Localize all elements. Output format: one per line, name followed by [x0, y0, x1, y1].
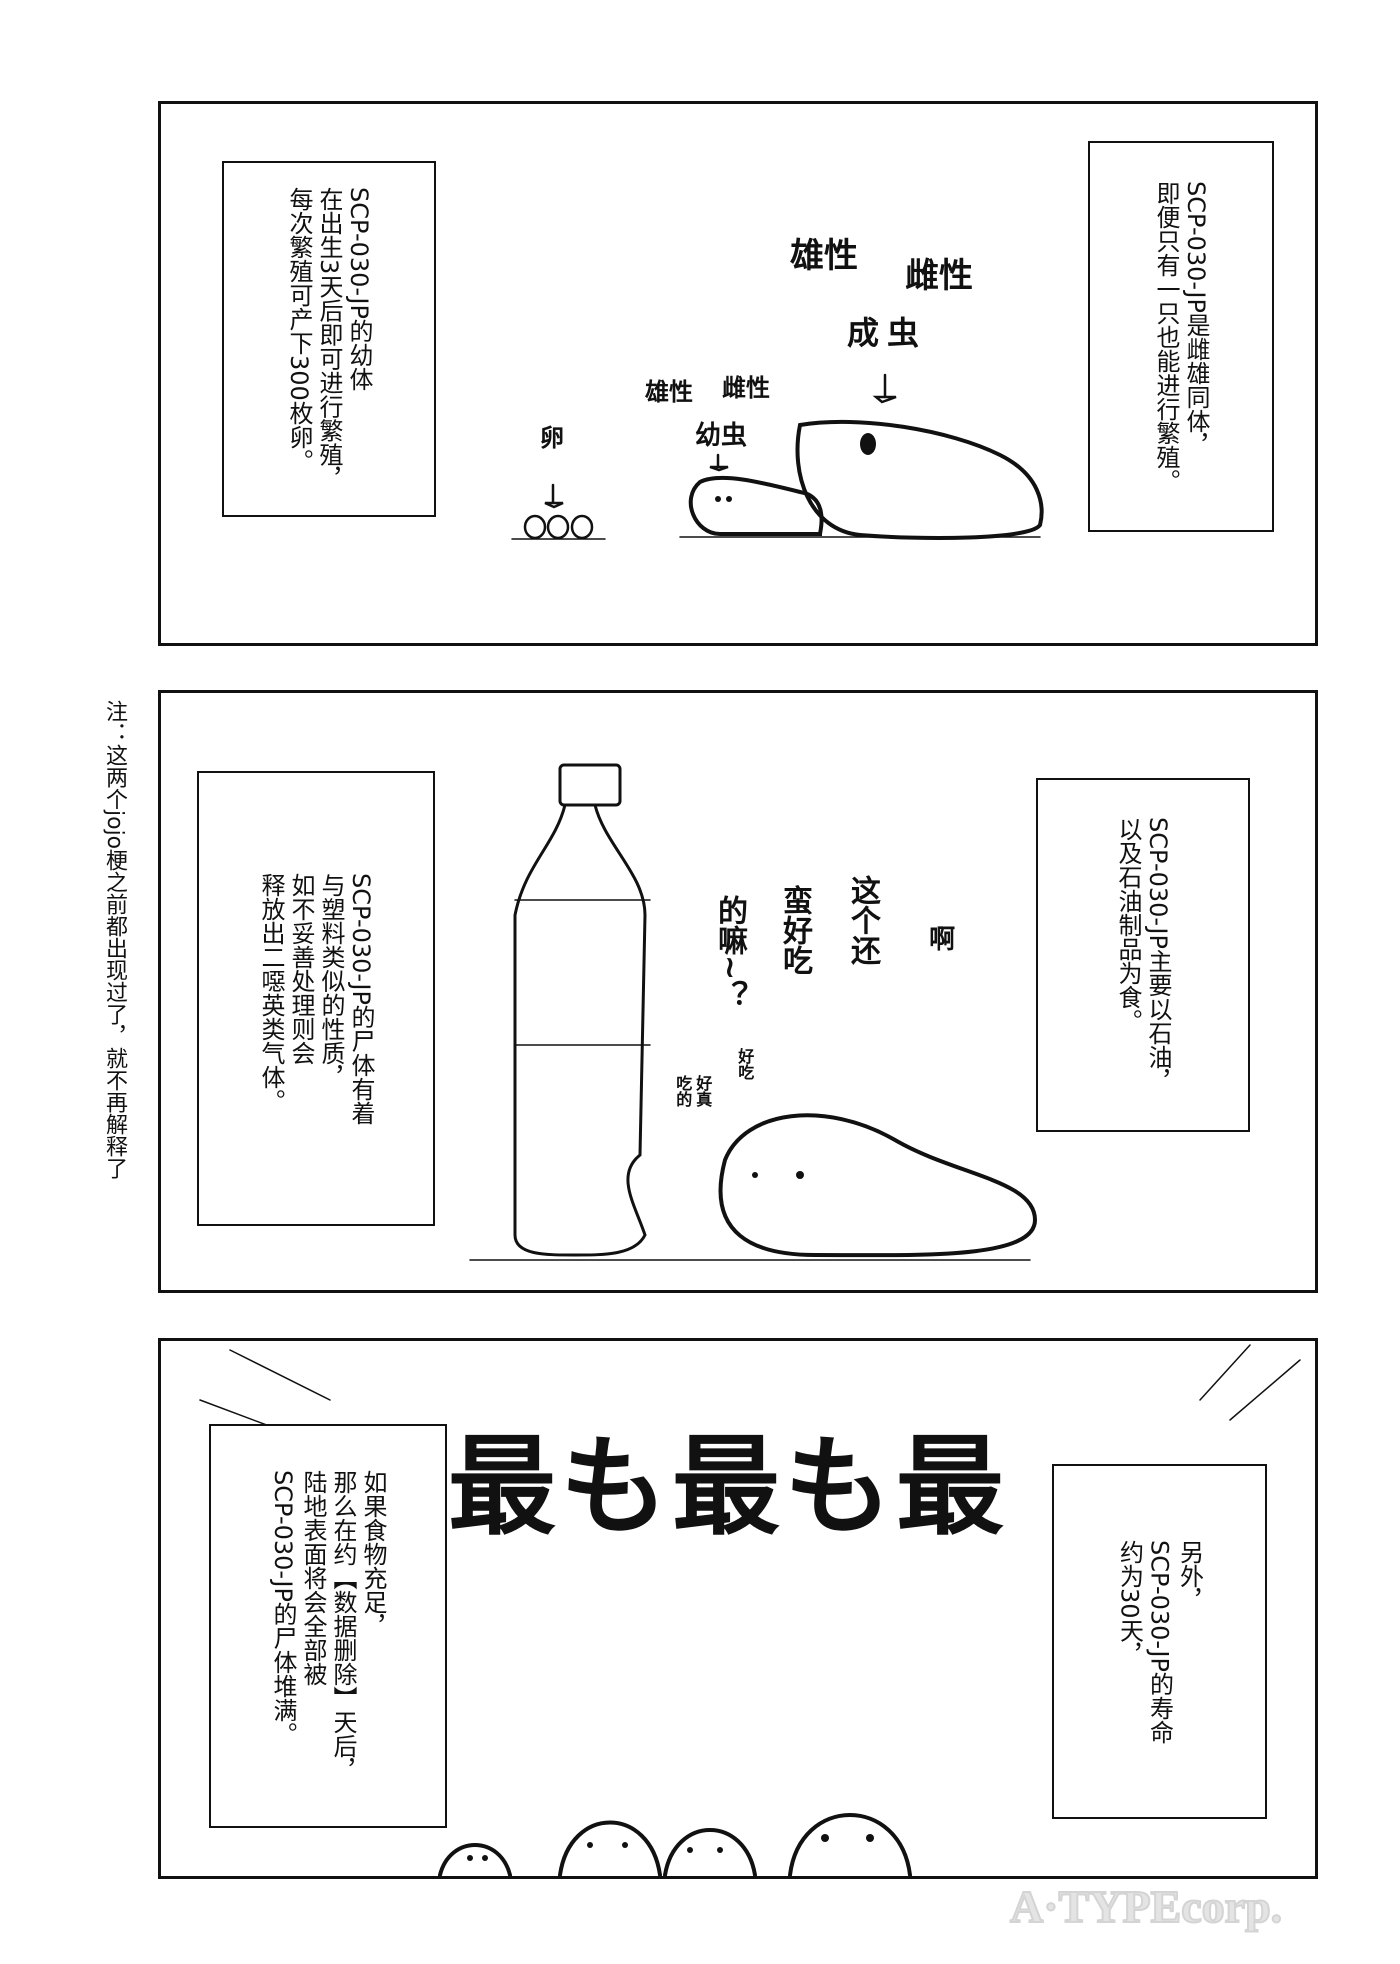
caption-line: 在出生3天后即可进行繁殖，	[315, 187, 343, 491]
caption-line: 如不妥善处理则会	[287, 872, 315, 1065]
caption-line: SCP-030-JP主要以石油，	[1144, 817, 1172, 1093]
caption-line: SCP-030-JP的寿命	[1145, 1539, 1174, 1744]
small-speech-line: 好吃	[735, 1048, 755, 1080]
caption-line: 如果食物充足，	[359, 1470, 387, 1638]
small-speech-line: 好真	[693, 1075, 713, 1107]
caption-line: 约为30天，	[1115, 1539, 1144, 1667]
side-note: 注：这两个jojo梗之前都出现过了，就不再解释了	[102, 700, 127, 1180]
label-egg: 卵	[540, 424, 564, 452]
caption-line: 每次繁殖可产下300枚卵。	[285, 187, 313, 474]
caption-line: 即便只有一只也能进行繁殖。	[1152, 180, 1180, 493]
label-adult-female: 雌性	[905, 256, 973, 296]
caption-line: SCP-030-JP的尸体堆满。	[269, 1470, 297, 1746]
speech-line: 的嘛~？	[712, 895, 747, 1011]
caption-line: SCP-030-JP的尸体有着	[347, 872, 375, 1125]
watermark-logo: A·TYPEcorp.	[1009, 1880, 1283, 1933]
caption-box-diet: SCP-030-JP主要以石油， 以及石油制品为食。	[1036, 778, 1250, 1132]
caption-line: 那么在约【数据删除】天后，	[329, 1470, 357, 1782]
caption-box-larva-reproduction: SCP-030-JP的幼体 在出生3天后即可进行繁殖， 每次繁殖可产下300枚卵…	[222, 161, 436, 517]
caption-line: SCP-030-JP是雌雄同体，	[1182, 180, 1210, 457]
caption-line: SCP-030-JP的幼体	[345, 187, 373, 392]
speech-line: 蛮好吃	[777, 885, 812, 975]
caption-box-hermaphrodite: SCP-030-JP是雌雄同体， 即便只有一只也能进行繁殖。	[1088, 141, 1274, 532]
caption-line: 与塑料类似的性质，	[317, 872, 345, 1089]
small-speech-line: 吃的	[673, 1075, 693, 1107]
sound-effect-text: 最も最も最	[448, 1424, 1009, 1550]
caption-box-corpse-properties: SCP-030-JP的尸体有着 与塑料类似的性质， 如不妥善处理则会 释放出二噁…	[197, 771, 435, 1226]
caption-box-lifespan: 另外， SCP-030-JP的寿命 约为30天，	[1052, 1464, 1267, 1819]
caption-line: 陆地表面将会全部被	[299, 1470, 327, 1686]
caption-line: 释放出二噁英类气体。	[257, 872, 285, 1113]
caption-box-overpopulation: 如果食物充足， 那么在约【数据删除】天后， 陆地表面将会全部被 SCP-030-…	[209, 1424, 447, 1828]
label-larva-female: 雌性	[722, 374, 770, 402]
speech-line: 啊	[924, 925, 955, 951]
label-adult-male: 雄性	[790, 236, 858, 276]
caption-line: 以及石油制品为食。	[1114, 817, 1142, 1034]
label-larva: 幼虫	[695, 421, 748, 451]
speech-line: 这个还	[845, 875, 880, 965]
label-adult: 成虫	[847, 314, 928, 352]
caption-line: 另外，	[1175, 1539, 1204, 1612]
label-larva-male: 雄性	[645, 378, 693, 406]
